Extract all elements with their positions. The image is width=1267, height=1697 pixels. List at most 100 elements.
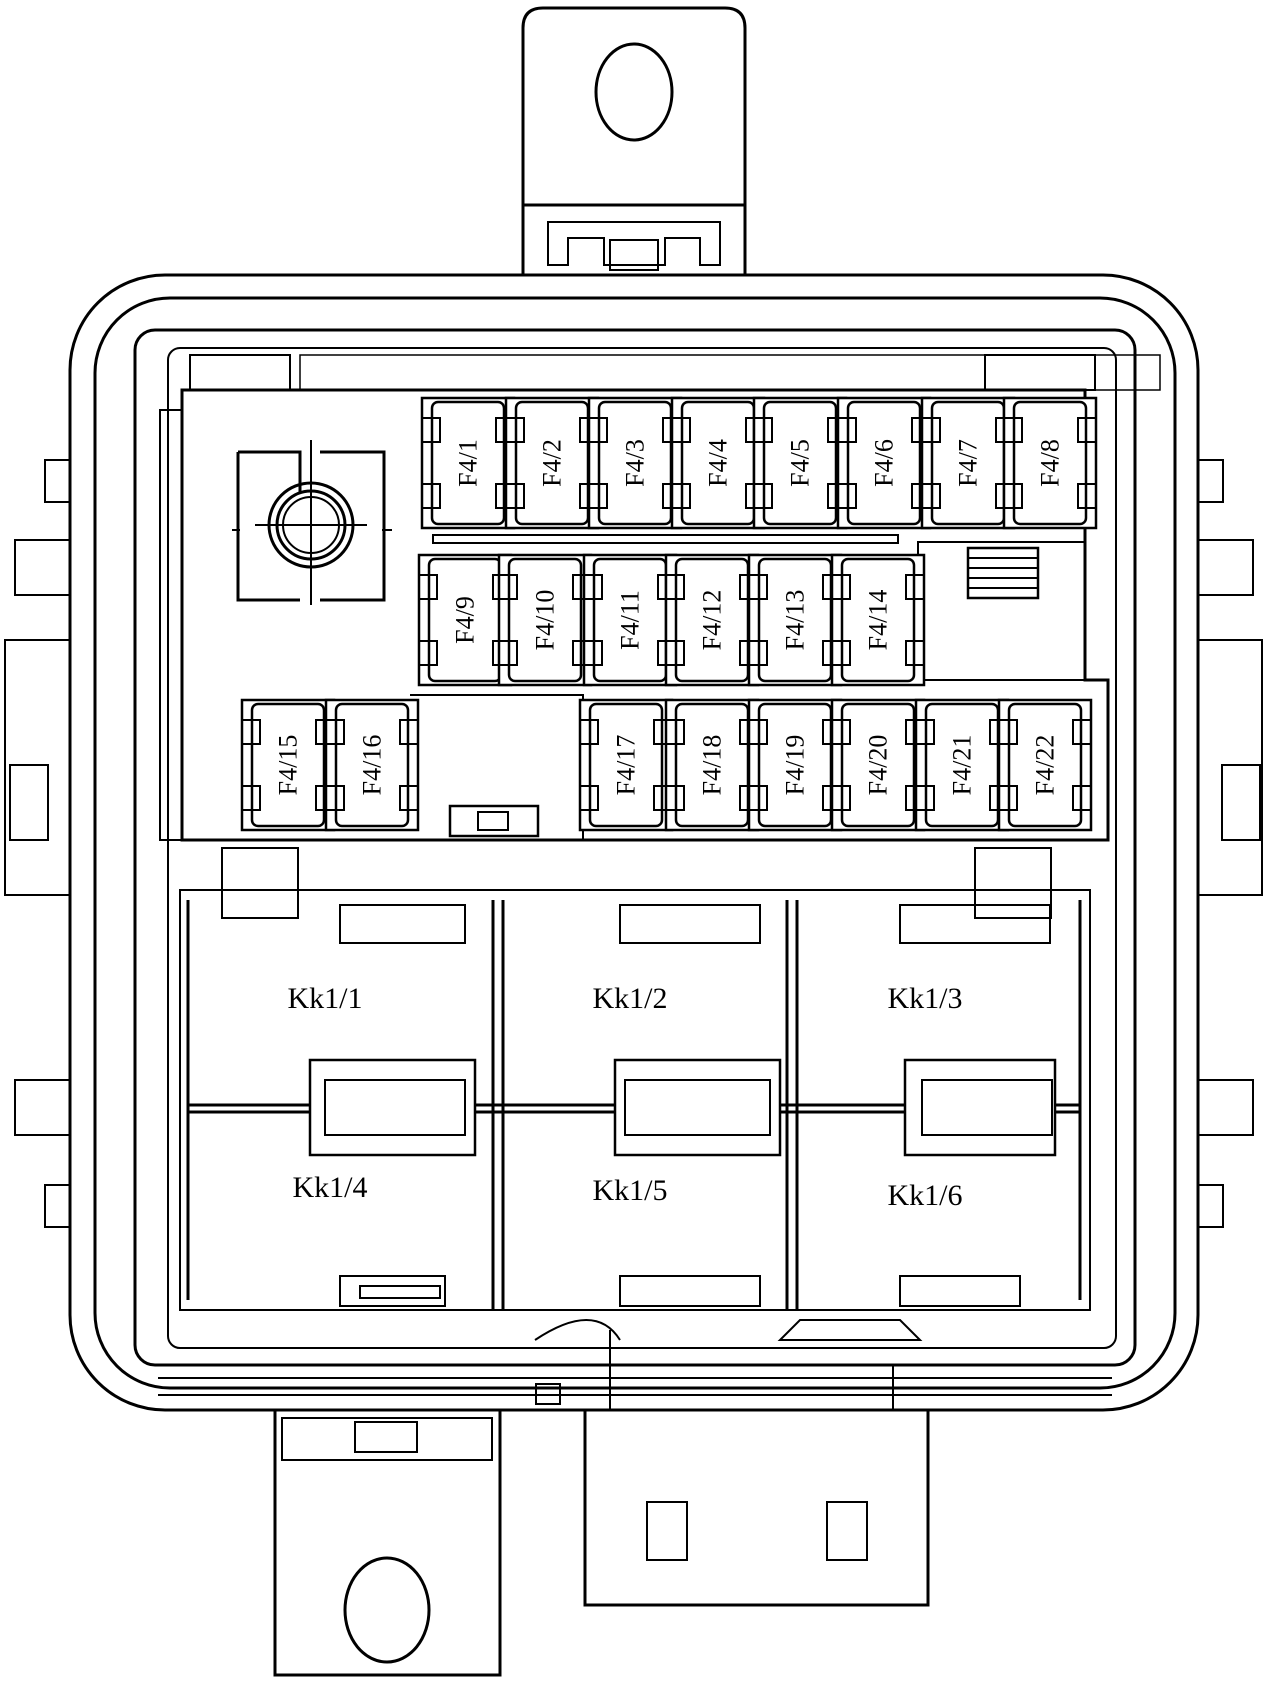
fuse-contact [325, 785, 345, 811]
fuse-body[interactable] [507, 557, 583, 683]
fuse-contact [665, 640, 685, 666]
fuse-body[interactable] [588, 702, 664, 828]
fuse-contact [665, 719, 685, 745]
fuse-label: F4/4 [704, 439, 733, 487]
fuse-label: F4/18 [698, 735, 727, 796]
bottom-connector-block [583, 1410, 930, 1607]
fuse-contact [579, 785, 599, 811]
fuse-body[interactable] [762, 400, 838, 526]
fuse-contact [1072, 719, 1092, 745]
fuse-body[interactable] [250, 702, 326, 828]
fuse-14: F4/14 [830, 553, 926, 687]
fuse-contact [921, 483, 941, 509]
fuse-body[interactable] [840, 557, 916, 683]
fuse-9: F4/9 [417, 553, 513, 687]
fuse-contact [421, 483, 441, 509]
fuse-contact [998, 719, 1018, 745]
fuse-body[interactable] [430, 400, 506, 526]
fuse-label: F4/13 [781, 590, 810, 651]
fuse-label: F4/22 [1031, 735, 1060, 796]
fuse-label: F4/10 [531, 590, 560, 651]
fuse-contact [748, 785, 768, 811]
bottom-mounting-tab [273, 1410, 502, 1677]
fuse-contact [498, 574, 518, 600]
fuse-contact [505, 483, 525, 509]
fuse-19: F4/19 [747, 698, 843, 832]
fuse-contact [1003, 417, 1023, 443]
fuse-10: F4/10 [497, 553, 593, 687]
fuse-contact [588, 417, 608, 443]
fuse-label: F4/11 [616, 590, 645, 650]
housing [68, 273, 1200, 1412]
fuse-label: F4/15 [274, 735, 303, 796]
fuse-contact [837, 417, 857, 443]
fuse-label: F4/1 [454, 439, 483, 487]
fuse-contact [418, 640, 438, 666]
fuse-contact [753, 417, 773, 443]
fuse-label: F4/9 [451, 596, 480, 644]
fuse-5: F4/5 [752, 396, 848, 530]
inner-top-latches [189, 354, 1161, 391]
fuse-label: F4/8 [1036, 439, 1065, 487]
fuse-2: F4/2 [504, 396, 600, 530]
fuse-contact [748, 640, 768, 666]
right-side-clips [1197, 459, 1263, 1228]
fuse-contact [241, 785, 261, 811]
relay-label-3: Kk1/3 [888, 982, 963, 1015]
fuse-body[interactable] [846, 400, 922, 526]
fuse-contact [671, 483, 691, 509]
fuse-body[interactable] [840, 702, 916, 828]
fuse-contact [748, 574, 768, 600]
fuse-label: F4/2 [538, 439, 567, 487]
fuse-label: F4/6 [870, 439, 899, 487]
fuse-20: F4/20 [830, 698, 926, 832]
fuse-contact [505, 417, 525, 443]
fuse-label: F4/21 [948, 735, 977, 796]
fuse-label: F4/20 [864, 735, 893, 796]
relay-label-1: Kk1/1 [288, 982, 363, 1015]
fuse-16: F4/16 [324, 698, 420, 832]
fuse-12: F4/12 [664, 553, 760, 687]
fuse-contact [399, 785, 419, 811]
fuse-contact [837, 483, 857, 509]
fuse-body[interactable] [334, 702, 410, 828]
fuse-body[interactable] [1007, 702, 1083, 828]
relay-label-4: Kk1/4 [293, 1171, 368, 1204]
fuse-3: F4/3 [587, 396, 683, 530]
fuse-contact [748, 719, 768, 745]
fuse-contact [915, 785, 935, 811]
fuse-1: F4/1 [420, 396, 516, 530]
fuse-8: F4/8 [1002, 396, 1098, 530]
fuse-label: F4/5 [786, 439, 815, 487]
fuse-contact [579, 719, 599, 745]
bolt-stud [232, 440, 392, 605]
fuse-contact [1003, 483, 1023, 509]
relay-label-2: Kk1/2 [593, 982, 668, 1015]
fuse-contact [915, 719, 935, 745]
fuse-contact [831, 574, 851, 600]
fuse-6: F4/6 [836, 396, 932, 530]
fuse-contact [583, 574, 603, 600]
fuse-label: F4/17 [612, 735, 641, 796]
fuse-contact [498, 640, 518, 666]
fuse-contact [998, 785, 1018, 811]
fuse-label: F4/16 [358, 735, 387, 796]
fuse-15: F4/15 [240, 698, 336, 832]
fuse-contact [1077, 417, 1097, 443]
fuse-label: F4/7 [954, 439, 983, 487]
fuse-contact [831, 640, 851, 666]
fuse-contact [921, 417, 941, 443]
fuse-18: F4/18 [664, 698, 760, 832]
relay-bridges [308, 1058, 1057, 1157]
fuse-contact [671, 417, 691, 443]
fuse-21: F4/21 [914, 698, 1010, 832]
fuse-body[interactable] [1012, 400, 1088, 526]
fuse-contact [325, 719, 345, 745]
fuse-contact [665, 785, 685, 811]
fuse-11: F4/11 [582, 553, 678, 687]
fuse-contact [1077, 483, 1097, 509]
fuse-contact [583, 640, 603, 666]
